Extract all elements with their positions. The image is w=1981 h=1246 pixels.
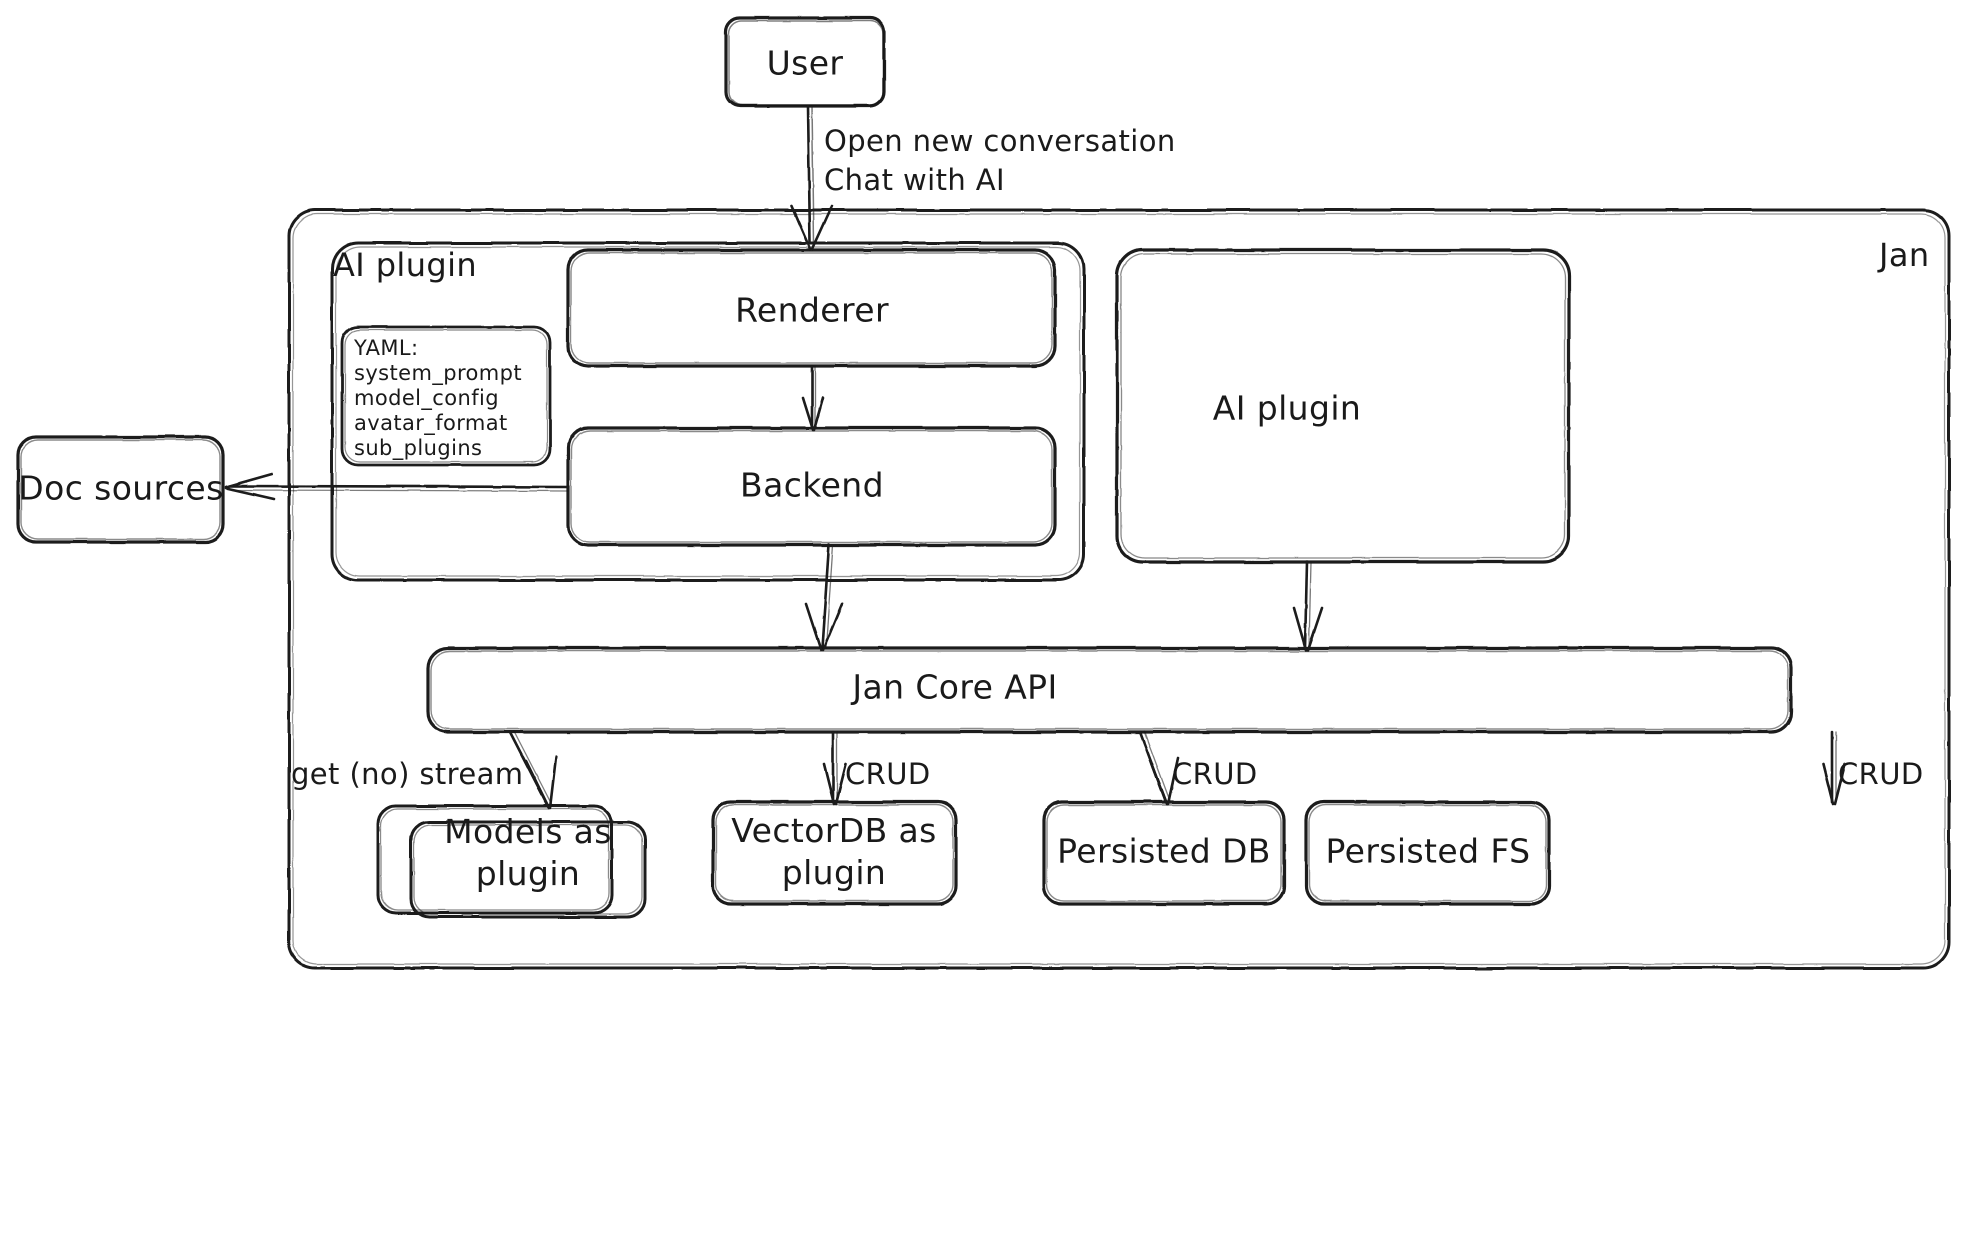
edge-user-to-renderer [790,104,834,252]
group-ai-plugin-shape[interactable] [330,241,1086,582]
edge-backend-to-jan-core-api [804,543,844,652]
group-jan-shape[interactable] [287,208,1951,970]
edge-renderer-to-backend [801,364,825,432]
node-doc-sources-shape[interactable] [16,435,225,544]
node-ai-plugin-box-shape[interactable] [1115,248,1571,564]
node-vectordb-as-plugin-shape[interactable] [711,800,958,906]
node-yaml-note-shape[interactable] [340,325,552,467]
edge-backend-to-doc-sources [224,472,570,501]
edge-jan-core-api-to-vectordb [822,730,848,806]
node-persisted-db-shape[interactable] [1042,800,1286,906]
edge-ai-plugin-to-jan-core-api [1292,560,1324,652]
node-jan-core-api-shape[interactable] [426,646,1793,734]
node-persisted-fs-shape[interactable] [1304,800,1551,906]
node-backend-shape[interactable] [566,426,1057,547]
node-models-as-plugin-shape[interactable] [376,804,647,919]
node-renderer-shape[interactable] [566,248,1057,368]
edge-jan-core-api-to-persisted-db [1138,730,1180,806]
edge-jan-core-api-to-persisted-fs [1821,730,1847,806]
edge-jan-core-api-to-models [508,730,558,810]
node-user-shape[interactable] [724,16,886,108]
